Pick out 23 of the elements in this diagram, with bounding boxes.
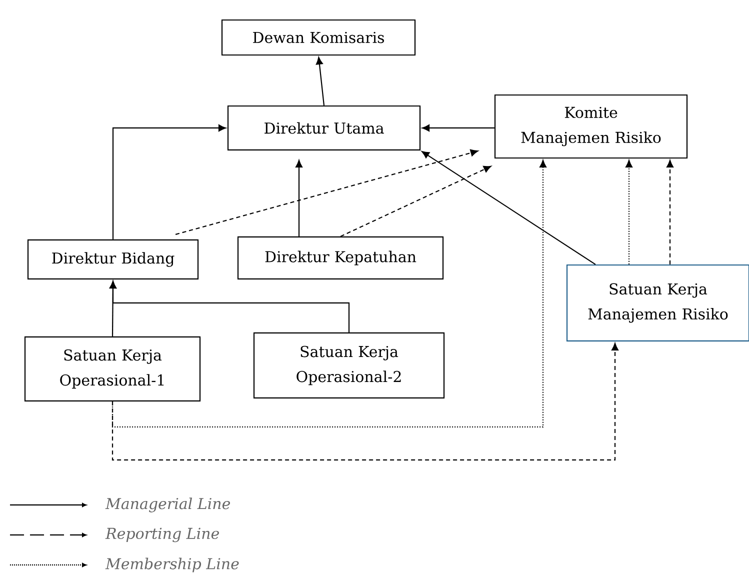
box: Direktur Utama [227, 105, 421, 151]
arrow [112, 160, 546, 428]
arrow [422, 151, 596, 265]
arrow [110, 280, 350, 332]
box: Direktur Kepatuhan [237, 236, 444, 280]
arrow [626, 160, 632, 264]
legend-label: Managerial Line [105, 498, 230, 512]
arrow [422, 124, 494, 132]
arrow [340, 166, 492, 237]
box: Komite Manajemen Risiko [494, 94, 688, 159]
arrow [666, 160, 674, 264]
arrow [175, 149, 478, 235]
box: Direktur Bidang [27, 239, 199, 280]
box: Satuan Kerja Manajemen Risiko [566, 264, 749, 342]
box: Satuan Kerja Operasional-2 [253, 332, 445, 399]
arrow [316, 56, 325, 106]
box: Satuan Kerja Operasional-1 [24, 336, 201, 402]
box: Dewan Komisaris [221, 19, 416, 56]
arrow [112, 124, 226, 240]
legend-label: Membership Line [105, 558, 239, 572]
arrow [296, 160, 302, 236]
arrow [112, 342, 618, 461]
legend-label: Reporting Line [105, 528, 219, 542]
